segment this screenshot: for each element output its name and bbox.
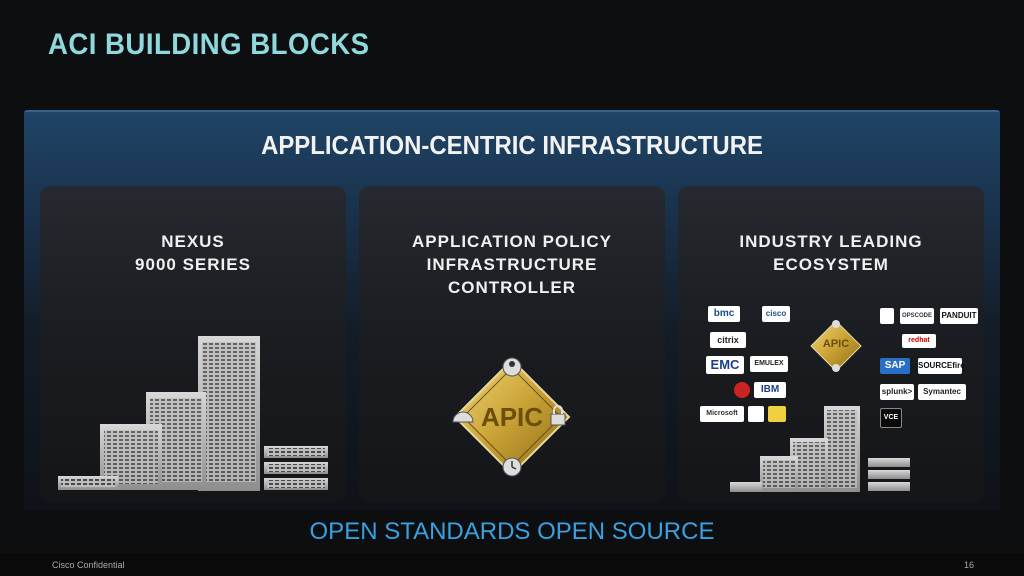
card-nexus: NEXUS 9000 SERIES [40, 186, 346, 502]
logo-symantec: Symantec [918, 384, 966, 400]
card-title-line: ECOSYSTEM [773, 255, 889, 274]
logo-microsoft: Microsoft [700, 406, 744, 422]
footer-bar [0, 553, 1024, 576]
logo-citrix: citrix [710, 332, 746, 348]
ecosystem-switches-image [730, 406, 910, 492]
card-apic: APPLICATION POLICY INFRASTRUCTURE CONTRO… [359, 186, 665, 502]
logo-red-circle [734, 382, 750, 398]
logo-red-square [880, 308, 894, 324]
logo-yellow-badge [768, 406, 786, 422]
slide-title: ACI BUILDING BLOCKS [48, 28, 370, 61]
nexus-switches-image [58, 336, 328, 491]
confidential-label: Cisco Confidential [52, 560, 125, 570]
open-standards-link[interactable]: OPEN STANDARDS OPEN SOURCE [309, 518, 715, 545]
card-title-line: CONTROLLER [447, 278, 577, 297]
logo-splunk: splunk> [880, 384, 914, 400]
logo-bmc: bmc [708, 306, 740, 322]
logo-emulex: EMULEX [750, 356, 788, 372]
card-ecosystem-title: INDUSTRY LEADING ECOSYSTEM [678, 230, 984, 276]
card-apic-title: APPLICATION POLICY INFRASTRUCTURE CONTRO… [359, 230, 665, 299]
logo-sourcefire: SOURCEfire [918, 358, 965, 374]
logo-ibm: IBM [754, 382, 786, 398]
card-title-line: NEXUS [161, 232, 225, 251]
panel-title: APPLICATION-CENTRIC INFRASTRUCTURE [261, 130, 763, 160]
apic-diamond-icon [452, 357, 571, 477]
apic-small-icon [810, 320, 862, 372]
logo-emc: EMC [706, 356, 744, 374]
card-title-line: INFRASTRUCTURE [426, 255, 598, 274]
page-number: 16 [963, 560, 974, 570]
card-title-line: APPLICATION POLICY [412, 232, 612, 251]
logo-sap: SAP [880, 358, 910, 374]
apic-small-label: APIC [822, 338, 850, 350]
logo-panduit: PANDUIT [940, 308, 978, 324]
logo-opscode: OPSCODE [900, 308, 934, 324]
card-title-line: INDUSTRY LEADING [739, 232, 923, 251]
card-ecosystem: INDUSTRY LEADING ECOSYSTEM bmc cisco cit… [678, 186, 984, 502]
logo-cisco: cisco [762, 306, 790, 322]
card-nexus-title: NEXUS 9000 SERIES [40, 230, 346, 276]
logo-netapp [748, 406, 764, 422]
card-title-line: 9000 SERIES [135, 255, 251, 274]
aci-panel: APPLICATION-CENTRIC INFRASTRUCTURE NEXUS… [24, 110, 1000, 510]
apic-label: APIC [480, 402, 544, 432]
logo-vce: VCE [880, 408, 902, 428]
logo-redhat: redhat [902, 334, 936, 348]
